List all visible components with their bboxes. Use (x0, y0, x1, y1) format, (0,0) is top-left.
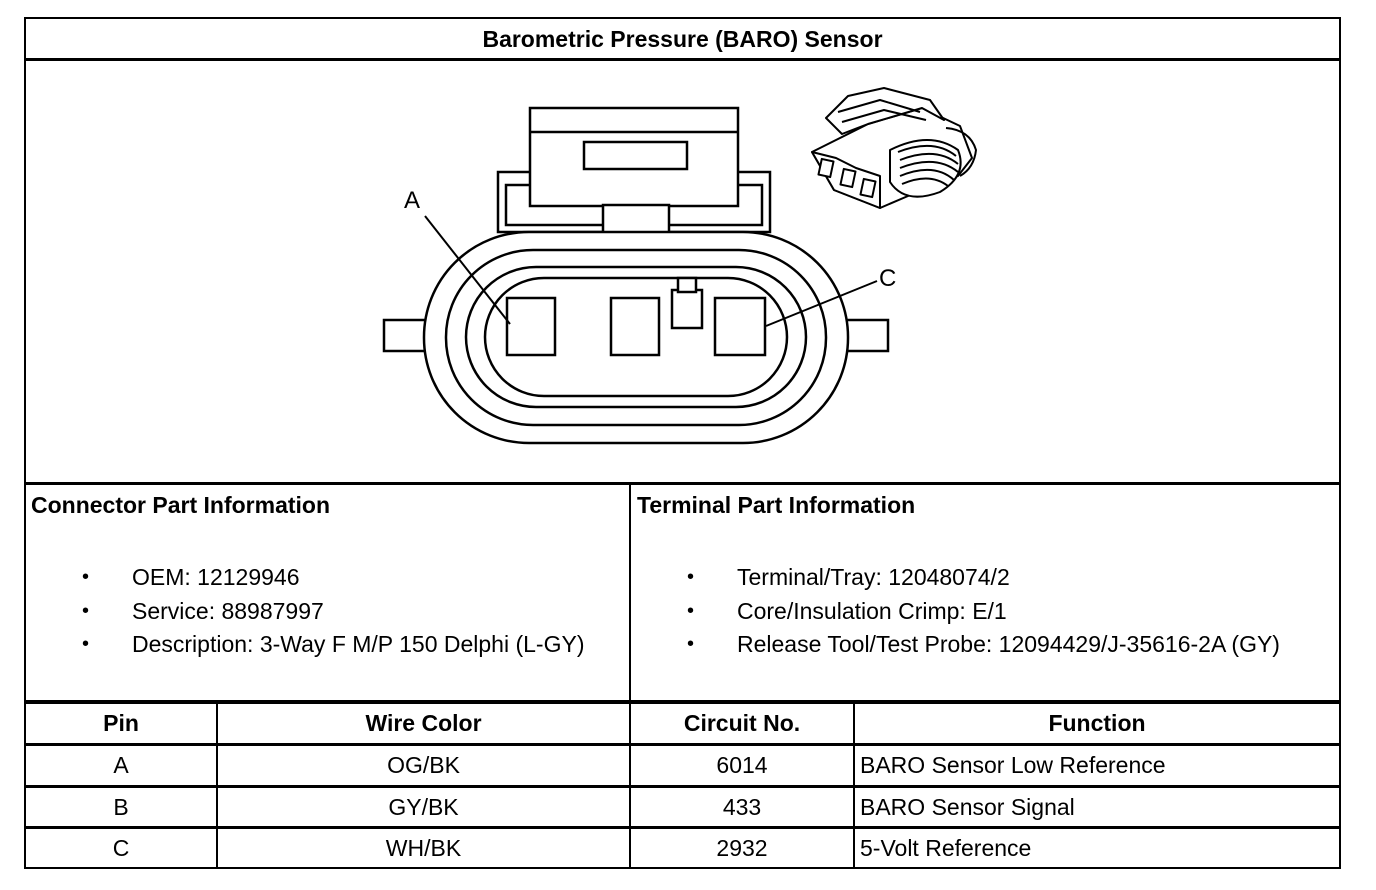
latch-tab (603, 205, 669, 233)
cavity-a (507, 298, 555, 355)
polarization-key (672, 290, 702, 328)
table-row-b-pin: B (26, 788, 216, 826)
list-item: •OEM: 12129946 (82, 561, 584, 595)
connector-diagram: A C (0, 0, 1376, 480)
list-item: •Description: 3-Way F M/P 150 Delphi (L-… (82, 628, 584, 662)
table-row-c-wire-color: WH/BK (218, 829, 629, 867)
cavity-b (611, 298, 659, 355)
header-pin: Pin (26, 704, 216, 743)
list-item: •Release Tool/Test Probe: 12094429/J-356… (687, 628, 1280, 662)
pin-label-c: C (879, 265, 896, 292)
header-circuit-no: Circuit No. (631, 704, 853, 743)
bullet: • (82, 600, 132, 623)
terminal-info-heading: Terminal Part Information (637, 492, 915, 519)
pin-label-a: A (404, 187, 420, 214)
list-item: •Terminal/Tray: 12048074/2 (687, 561, 1280, 595)
header-function: Function (855, 704, 1339, 743)
table-row-a-wire-color: OG/BK (218, 746, 629, 785)
cavity-c (715, 298, 765, 355)
table-row-c-function: 5-Volt Reference (860, 829, 1338, 867)
table-row-c-pin: C (26, 829, 216, 867)
table-row-c-circuit: 2932 (631, 829, 853, 867)
connector-info-heading: Connector Part Information (31, 492, 330, 519)
diagram-divider (24, 482, 1341, 485)
list-item: •Core/Insulation Crimp: E/1 (687, 595, 1280, 629)
table-row-a-function: BARO Sensor Low Reference (860, 746, 1338, 785)
bullet: • (82, 633, 132, 656)
bullet: • (687, 633, 737, 656)
list-item: •Service: 88987997 (82, 595, 584, 629)
terminal-info-list: •Terminal/Tray: 12048074/2 •Core/Insulat… (687, 561, 1280, 662)
latch-window (584, 142, 687, 169)
bullet: • (687, 600, 737, 623)
table-row-b-function: BARO Sensor Signal (860, 788, 1338, 826)
bullet: • (687, 566, 737, 589)
connector-photo (812, 88, 976, 208)
header-wire-color: Wire Color (218, 704, 629, 743)
table-row-a-circuit: 6014 (631, 746, 853, 785)
table-row-a-pin: A (26, 746, 216, 785)
table-row-b-wire-color: GY/BK (218, 788, 629, 826)
connector-info-list: •OEM: 12129946 •Service: 88987997 •Descr… (82, 561, 584, 662)
bullet: • (82, 566, 132, 589)
table-row-b-circuit: 433 (631, 788, 853, 826)
